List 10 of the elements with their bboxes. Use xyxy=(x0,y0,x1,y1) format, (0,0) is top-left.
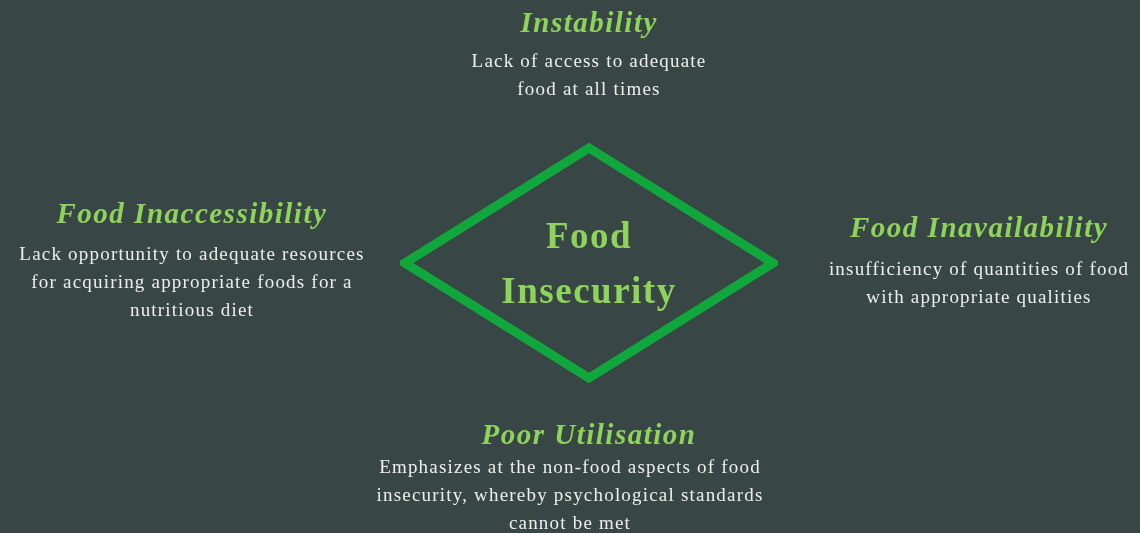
diamond-shape xyxy=(400,143,778,383)
description-text: Lack opportunity to adequate resources for acquiring appropriate foods for a nutritious diet xyxy=(18,242,366,322)
description-text: Lack of access to adequate food at all times xyxy=(470,49,708,101)
description-text: Emphasizes at the non-food aspects of food insecurity, whereby psychological standards cannot be met xyxy=(375,455,765,533)
heading: Poor Utilisation xyxy=(481,417,697,451)
description-text: insufficiency of quantities of food with appropriate qualities xyxy=(827,257,1131,309)
heading: Food Inavailability xyxy=(850,210,1109,244)
node-title: Food Insecurity xyxy=(500,214,678,313)
heading: Instability xyxy=(520,5,658,39)
heading: Food Inaccessibility xyxy=(56,196,328,230)
